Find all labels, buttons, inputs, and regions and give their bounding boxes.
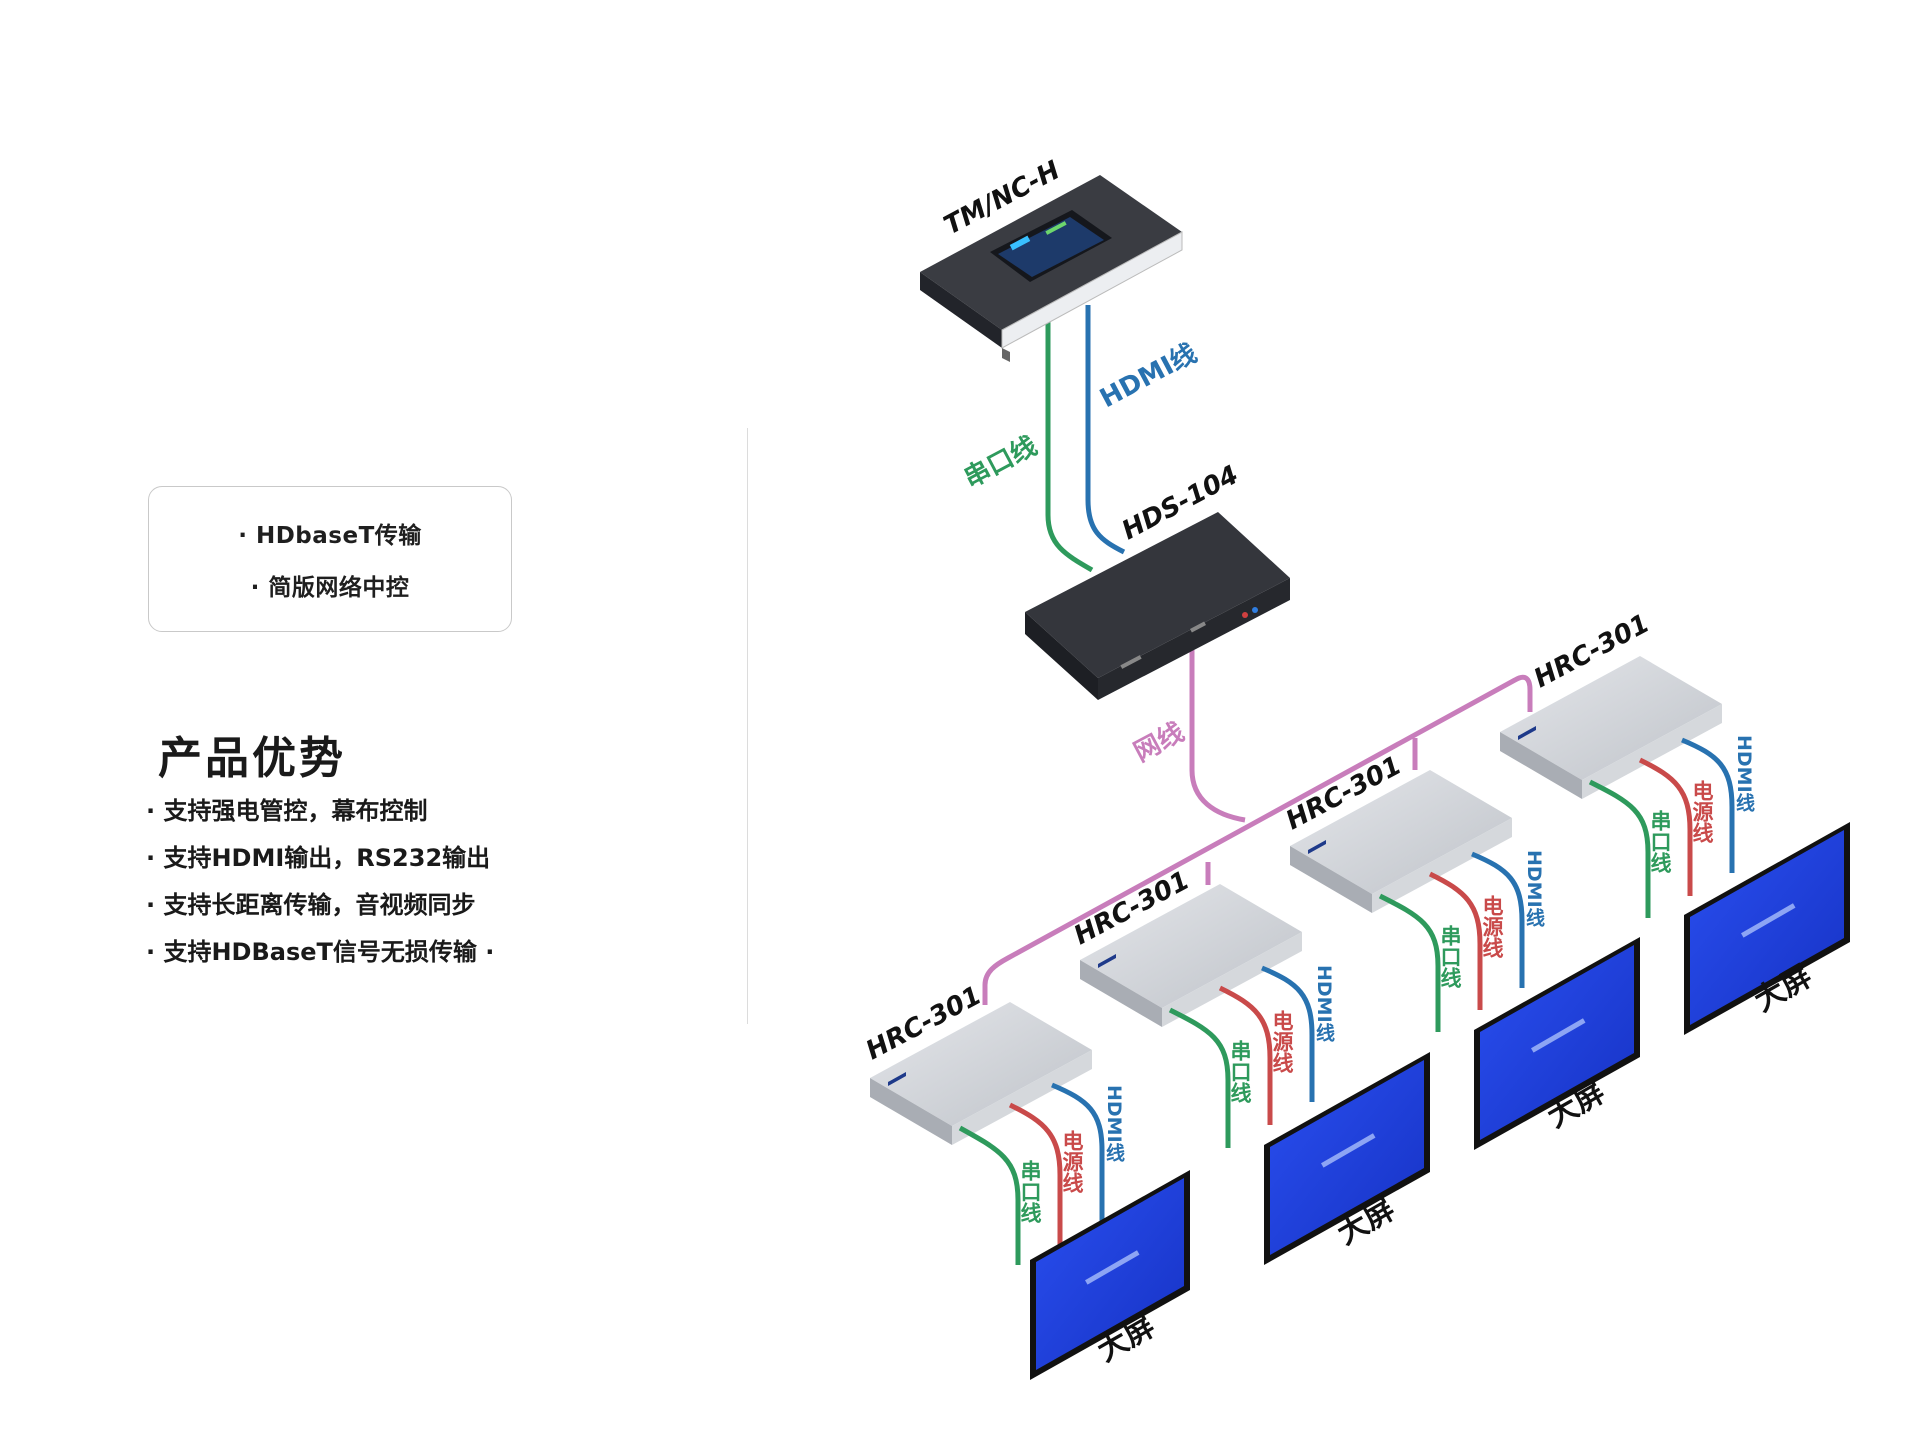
receiver-1-cables xyxy=(958,1082,1105,1265)
feature-item-network-control: · 简版网络中控 xyxy=(250,575,410,601)
advantage-item: · 支持HDBaseT信号无损传输 · xyxy=(146,938,495,966)
serial-label-2: 串口线 xyxy=(1228,1039,1252,1103)
column-divider xyxy=(747,428,748,1024)
hdmi-label-1: HDMI线 xyxy=(1103,1085,1125,1162)
serial-label-top: 串口线 xyxy=(959,431,1042,494)
serial-label-3: 串口线 xyxy=(1438,924,1462,988)
serial-cable-top xyxy=(1045,320,1094,573)
feature-box: · HDbaseT传输 · 简版网络中控 xyxy=(148,486,512,632)
screen-2 xyxy=(1264,1052,1430,1265)
serial-label-1: 串口线 xyxy=(1018,1159,1042,1223)
hdmi-label-top: HDMI线 xyxy=(1095,338,1202,414)
receiver-2 xyxy=(1080,884,1302,1027)
receiver-4-cables xyxy=(1588,737,1735,918)
serial-label-4: 串口线 xyxy=(1648,809,1672,873)
hdmi-label-2: HDMI线 xyxy=(1313,965,1335,1042)
cable-labels-set-1: 串口线 电源线 HDMI线 xyxy=(1018,1085,1125,1223)
power-label-4: 电源线 xyxy=(1690,780,1714,843)
receiver-3-cables xyxy=(1378,851,1525,1032)
advantage-item: · 支持HDMI输出，RS232输出 xyxy=(146,844,491,872)
power-label-3: 电源线 xyxy=(1480,895,1504,958)
controller-device xyxy=(920,175,1183,362)
hdmi-label-4: HDMI线 xyxy=(1733,735,1755,812)
power-label-2: 电源线 xyxy=(1270,1010,1294,1073)
screen-1 xyxy=(1030,1170,1190,1380)
network-cables xyxy=(982,650,1533,1005)
advantage-item: · 支持强电管控，幕布控制 xyxy=(146,797,428,825)
hdmi-label-3: HDMI线 xyxy=(1523,850,1545,927)
screen-3 xyxy=(1474,937,1640,1150)
advantage-item: · 支持长距离传输，音视频同步 xyxy=(146,891,476,919)
receiver-2-cables xyxy=(1168,965,1315,1148)
advantages-title: 产品优势 xyxy=(158,733,346,784)
cable-labels-set-2: 串口线 电源线 HDMI线 xyxy=(1228,965,1335,1103)
cable-labels-set-4: 串口线 电源线 HDMI线 xyxy=(1648,735,1755,873)
switcher-device xyxy=(1025,512,1290,700)
receiver-4 xyxy=(1500,656,1722,799)
screen-4 xyxy=(1684,822,1850,1035)
receiver-3 xyxy=(1290,770,1512,913)
advantages-list: · 支持强电管控，幕布控制 · 支持HDMI输出，RS232输出 · 支持长距离… xyxy=(146,798,494,965)
receiver-1 xyxy=(870,1002,1092,1145)
power-label-1: 电源线 xyxy=(1060,1130,1084,1193)
hdmi-cable-top xyxy=(1085,305,1126,555)
cable-labels-set-3: 串口线 电源线 HDMI线 xyxy=(1438,850,1545,988)
network-label: 网线 xyxy=(1129,717,1189,768)
feature-item-hdbaset: · HDbaseT传输 xyxy=(238,523,422,549)
